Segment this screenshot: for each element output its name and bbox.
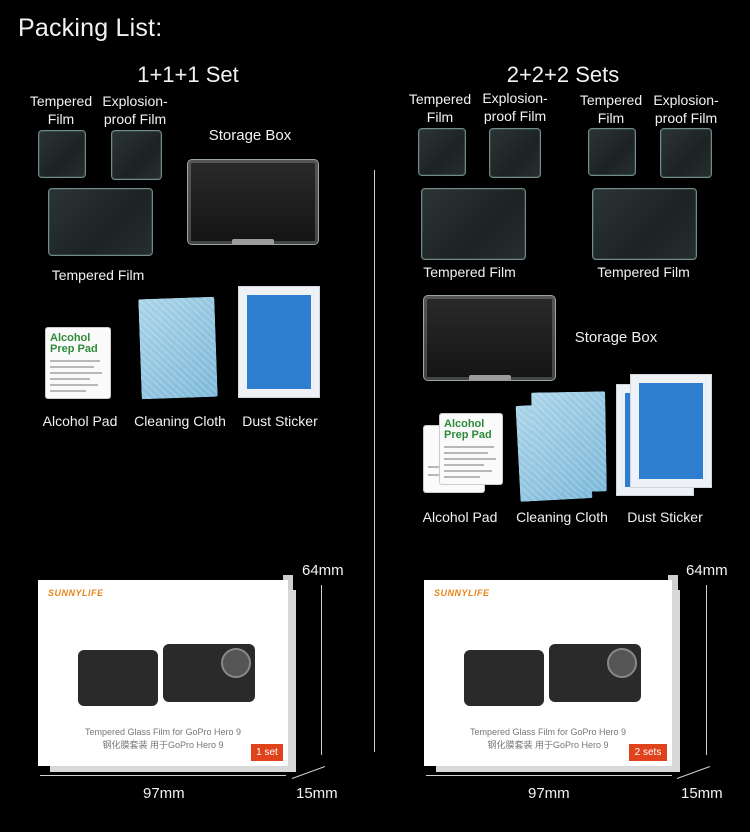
left-dim-width: 97mm	[143, 785, 185, 802]
right-dim-width-line	[426, 775, 672, 776]
right-set-title: 2+2+2 Sets	[506, 62, 620, 87]
right-tempered-film-large-1	[421, 188, 526, 260]
right-dust-sticker-front	[630, 374, 712, 488]
left-dim-width-line	[40, 775, 286, 776]
right-label-explosion-film-1: Explosion- proof Film	[482, 90, 548, 124]
left-label-cleaning-cloth: Cleaning Cloth	[134, 413, 226, 429]
section-divider	[374, 170, 375, 752]
right-dim-height: 64mm	[686, 562, 728, 579]
left-tempered-film-small	[38, 130, 86, 178]
right-label-tempered-film-1: Tempered Film	[408, 91, 472, 125]
right-dim-height-line	[706, 585, 707, 755]
alcohol-pad-title: Alcohol Prep Pad	[50, 332, 98, 355]
right-tempered-film-small-1	[418, 128, 466, 176]
left-dim-height: 64mm	[302, 562, 344, 579]
right-dim-width: 97mm	[528, 785, 570, 802]
left-dust-sticker	[238, 286, 320, 398]
right-storage-box	[423, 295, 556, 381]
left-storage-box	[187, 159, 319, 245]
right-tempered-film-large-2	[592, 188, 697, 260]
right-alcohol-pad-title: Alcohol Prep Pad	[444, 418, 492, 441]
right-box-caption-cn: 钢化膜套装 用于GoPro Hero 9	[487, 740, 609, 750]
right-label-tempered-film-large-1: Tempered Film	[423, 264, 516, 280]
right-cleaning-cloth-front	[531, 391, 607, 493]
right-box-brand: SUNNYLIFE	[434, 588, 490, 598]
left-box-lens-icon	[221, 648, 251, 678]
left-box-camera-rear	[78, 650, 158, 706]
left-box-caption-cn: 钢化膜套装 用于GoPro Hero 9	[102, 740, 224, 750]
right-box-lens-icon	[607, 648, 637, 678]
right-label-explosion-film-2: Explosion- proof Film	[653, 92, 719, 126]
left-label-alcohol-pad: Alcohol Pad	[42, 413, 118, 429]
left-dim-depth: 15mm	[296, 785, 338, 802]
page-title: Packing List:	[18, 14, 163, 42]
left-cleaning-cloth	[138, 296, 218, 400]
left-product-box: SUNNYLIFE Tempered Glass Film for GoPro …	[38, 580, 288, 766]
right-box-side	[668, 575, 678, 765]
right-dim-depth: 15mm	[681, 785, 723, 802]
left-box-side	[283, 575, 293, 765]
right-alcohol-pad-front: Alcohol Prep Pad	[440, 414, 502, 484]
left-label-dust-sticker: Dust Sticker	[242, 413, 318, 429]
right-label-tempered-film-large-2: Tempered Film	[597, 264, 690, 280]
right-tempered-film-small-2	[588, 128, 636, 176]
right-explosion-film-small-1	[489, 128, 541, 178]
right-box-caption-en: Tempered Glass Film for GoPro Hero 9	[469, 727, 627, 737]
right-label-cleaning-cloth: Cleaning Cloth	[516, 509, 608, 525]
right-explosion-film-small-2	[660, 128, 712, 178]
left-tempered-film-large	[48, 188, 153, 256]
right-box-camera-rear	[464, 650, 544, 706]
left-box-caption-en: Tempered Glass Film for GoPro Hero 9	[84, 727, 242, 737]
left-dim-height-line	[321, 585, 322, 755]
left-label-storage-box: Storage Box	[208, 127, 292, 144]
left-label-tempered-film-large: Tempered Film	[51, 267, 145, 283]
left-box-brand: SUNNYLIFE	[48, 588, 104, 598]
left-box-badge: 1 set	[251, 744, 283, 761]
right-label-alcohol-pad: Alcohol Pad	[422, 509, 498, 525]
left-set-title: 1+1+1 Set	[137, 62, 239, 87]
right-label-storage-box: Storage Box	[574, 329, 658, 346]
right-product-box: SUNNYLIFE Tempered Glass Film for GoPro …	[424, 580, 672, 766]
left-label-tempered-film: Tempered Film	[29, 93, 93, 127]
left-alcohol-pad: Alcohol Prep Pad	[46, 328, 110, 398]
right-box-badge: 2 sets	[629, 744, 667, 761]
right-label-dust-sticker: Dust Sticker	[627, 509, 703, 525]
left-label-explosion-film: Explosion- proof Film	[102, 93, 168, 127]
left-dim-depth-line	[291, 766, 326, 779]
right-label-tempered-film-2: Tempered Film	[579, 92, 643, 126]
right-dim-depth-line	[676, 766, 711, 779]
left-explosion-film-small	[111, 130, 162, 180]
